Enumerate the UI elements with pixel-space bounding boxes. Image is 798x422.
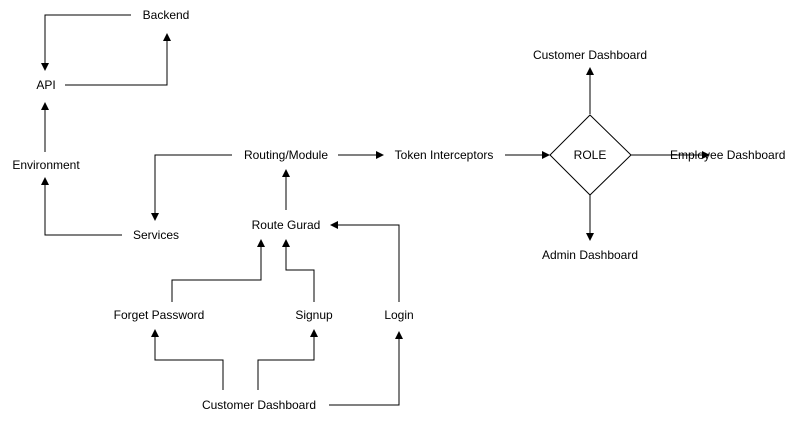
node-token-interceptors: Token Interceptors [394,148,494,162]
node-services: Services [132,228,180,242]
node-login: Login [384,308,414,322]
edge-routing-to-services [151,154,232,221]
node-forget-password: Forget Password [113,308,205,322]
edge-backend-to-api [41,14,131,71]
node-route-guard: Route Gurad [251,218,321,232]
node-role: ROLE [573,148,607,162]
edge-customer-to-signup [257,329,318,390]
node-customer-dashboard-top: Customer Dashboard [532,48,648,62]
edge-services-to-environment [41,177,122,236]
node-admin-dashboard: Admin Dashboard [541,248,639,262]
node-api: API [36,78,56,92]
role-diamond [549,114,632,196]
node-backend: Backend [142,8,190,22]
node-signup: Signup [295,308,333,322]
edge-api-to-backend [65,33,171,86]
node-employee-dashboard: Employee Dashboard [670,148,786,162]
node-routing-module: Routing/Module [243,148,329,162]
node-customer-dashboard-bottom: Customer Dashboard [201,398,317,412]
edge-forget-to-guard [171,239,265,302]
node-environment: Environment [12,158,80,172]
edge-customer-to-login [329,331,403,406]
edge-customer-to-forget [151,329,224,390]
edge-signup-to-guard [282,239,315,302]
edge-login-to-guard [330,221,400,302]
